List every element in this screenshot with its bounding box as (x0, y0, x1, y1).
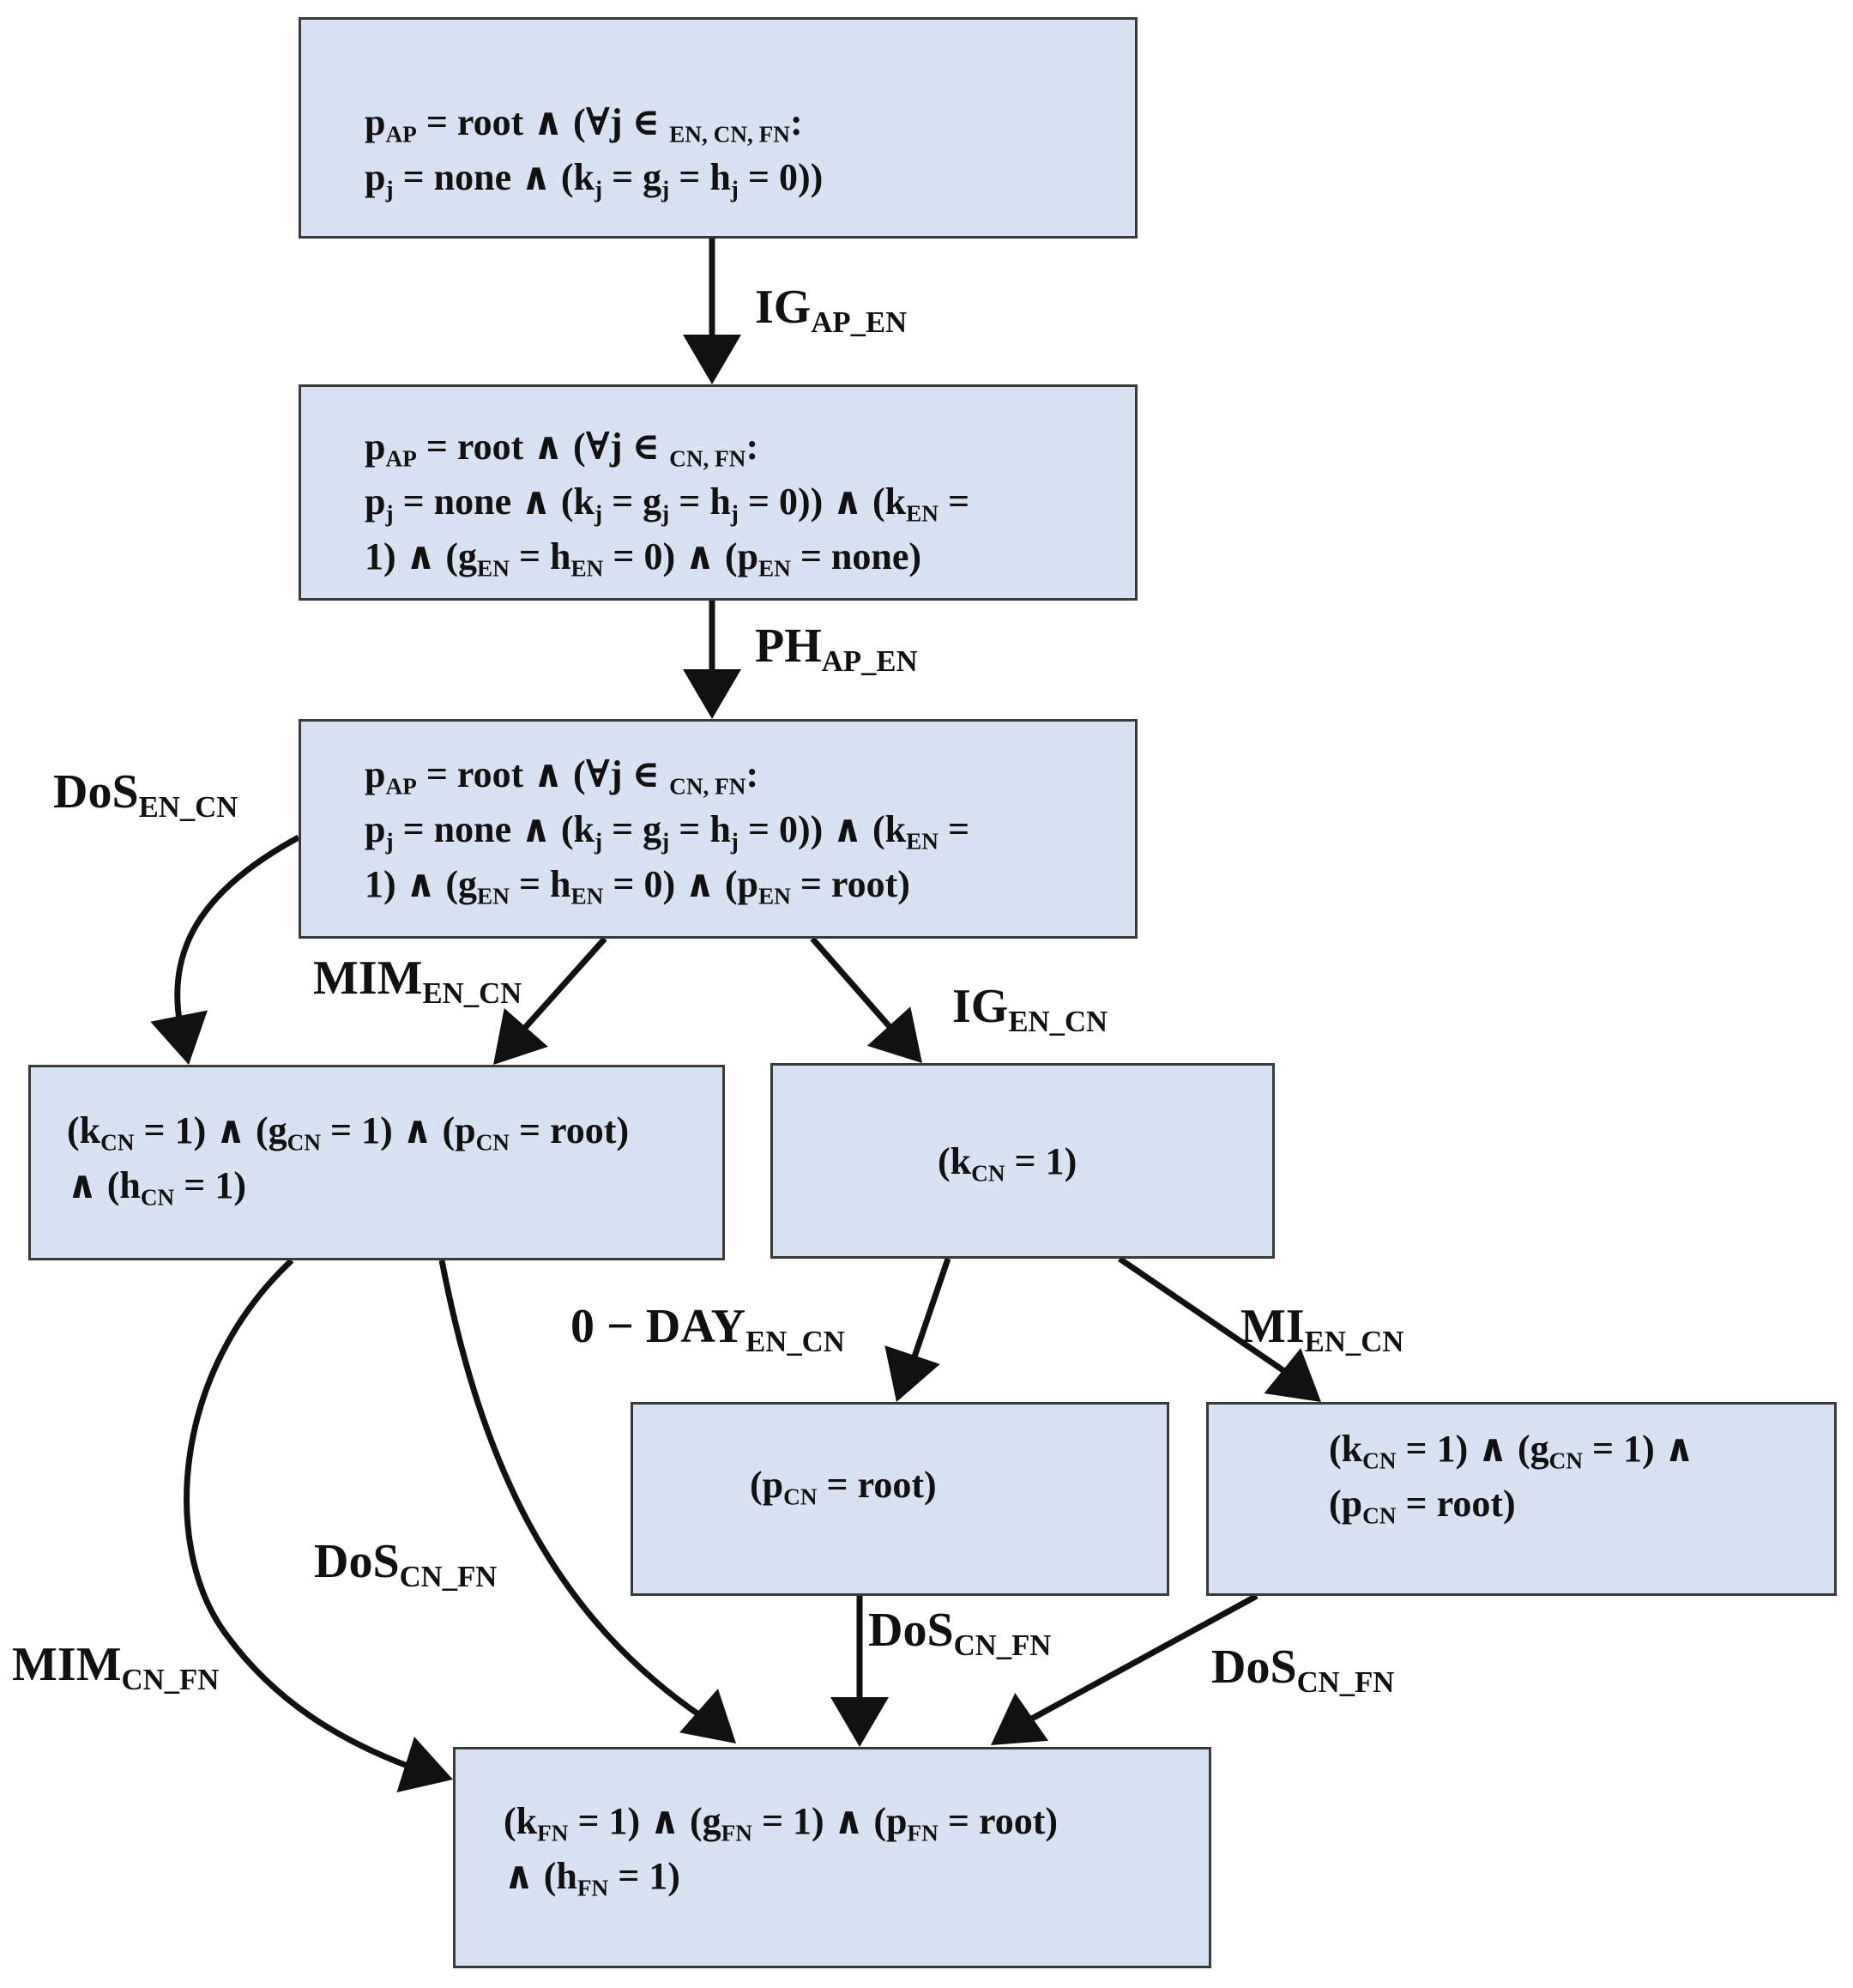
state-condition: pAP = root ∧ (∀j ∈ CN, FN: pj = none ∧ (… (365, 420, 969, 583)
condition-line: pAP = root ∧ (∀j ∈ CN, FN: (365, 753, 759, 800)
condition-line: (kCN = 1) ∧ (gCN = 1) ∧ (1329, 1428, 1695, 1474)
edge-label-e-mim-en-cn: MIMEN_CN (313, 952, 522, 1011)
arrowhead-e-dos-en-cn (150, 1010, 208, 1065)
arrowhead-e-mi-en-cn (1264, 1348, 1321, 1402)
state-box-s2: pAP = root ∧ (∀j ∈ CN, FN: pj = none ∧ (… (299, 719, 1138, 939)
condition-line: 1) ∧ (gEN = hEN = 0) ∧ (pEN = root) (365, 862, 910, 909)
edge-label-e-ig-ap-en: IGAP_EN (755, 281, 908, 340)
state-box-s6: (kCN = 1) ∧ (gCN = 1) ∧ (pCN = root) (1206, 1402, 1837, 1596)
edge-label-e-mi-en-cn: MIEN_CN (1240, 1300, 1404, 1359)
state-condition: (kCN = 1) ∧ (gCN = 1) ∧ (pCN = root) (1329, 1422, 1694, 1532)
state-box-s3: (kCN = 1) ∧ (gCN = 1) ∧ (pCN = root) ∧ (… (28, 1065, 725, 1260)
edge-e-ig-en-cn (810, 936, 895, 1032)
arrowhead-e-ig-en-cn (866, 1006, 922, 1063)
edge-label-e-dos-cn-fn-b: DoSCN_FN (868, 1604, 1052, 1663)
condition-line: ∧ (hFN = 1) (504, 1854, 680, 1901)
condition-line: pj = none ∧ (kj = gj = hj = 0)) ∧ (kEN = (365, 807, 970, 855)
edge-e-dos-cn-fn-a (438, 1260, 705, 1720)
arrowhead-e-dos-cn-fn-a (679, 1689, 736, 1743)
state-box-s7: (kFN = 1) ∧ (gFN = 1) ∧ (pFN = root) ∧ (… (453, 1747, 1211, 1968)
edge-e-mi-en-cn (1118, 1256, 1289, 1375)
edge-label-e-0day-en-cn: 0 − DAYEN_CN (570, 1300, 845, 1359)
arrowhead-e-ph-ap-en (683, 669, 741, 719)
edge-label-e-dos-cn-fn-a: DoSCN_FN (314, 1535, 498, 1594)
condition-line: (kCN = 1) ∧ (gCN = 1) ∧ (pCN = root) (67, 1109, 630, 1156)
edge-label-e-ph-ap-en: PHAP_EN (755, 619, 918, 679)
condition-line: pj = none ∧ (kj = gj = hj = 0)) ∧ (kEN = (365, 480, 970, 527)
condition-line: (kCN = 1) (938, 1140, 1077, 1187)
state-condition: pAP = root ∧ (∀j ∈ EN, CN, FN: pj = none… (365, 95, 823, 205)
arrowhead-e-dos-cn-fn-b (830, 1697, 889, 1747)
state-condition: (pCN = root) (750, 1458, 937, 1513)
condition-line: (pCN = root) (750, 1464, 937, 1510)
edge-label-e-ig-en-cn: IGEN_CN (952, 980, 1108, 1039)
arrowhead-e-mim-cn-fn (396, 1737, 453, 1792)
state-condition: pAP = root ∧ (∀j ∈ CN, FN: pj = none ∧ (… (365, 747, 969, 911)
edge-e-mim-en-cn (521, 936, 607, 1032)
edge-e-mim-cn-fn (184, 1258, 413, 1771)
state-condition: (kCN = 1) (938, 1134, 1077, 1189)
state-condition: (kFN = 1) ∧ (gFN = 1) ∧ (pFN = root) ∧ (… (504, 1794, 1058, 1904)
condition-line: ∧ (hCN = 1) (67, 1163, 246, 1211)
state-box-s5: (pCN = root) (631, 1402, 1169, 1596)
arrowhead-e-ig-ap-en (683, 335, 741, 384)
condition-line: pAP = root ∧ (∀j ∈ EN, CN, FN: (365, 101, 803, 148)
edge-e-0day-en-cn (908, 1257, 951, 1366)
arrowhead-e-dos-cn-fn-c (991, 1692, 1049, 1745)
edge-label-e-dos-en-cn: DoSEN_CN (53, 765, 238, 825)
state-box-s4: (kCN = 1) (770, 1063, 1275, 1259)
condition-line: pAP = root ∧ (∀j ∈ CN, FN: (365, 426, 759, 472)
condition-line: (kFN = 1) ∧ (gFN = 1) ∧ (pFN = root) (504, 1800, 1059, 1846)
state-box-s0: pAP = root ∧ (∀j ∈ EN, CN, FN: pj = none… (299, 17, 1138, 239)
arrowhead-e-mim-en-cn (493, 1007, 548, 1065)
arrowhead-e-0day-en-cn (884, 1345, 940, 1402)
condition-line: 1) ∧ (gEN = hEN = 0) ∧ (pEN = none) (365, 535, 922, 582)
condition-line: (pCN = root) (1329, 1482, 1516, 1529)
state-condition: (kCN = 1) ∧ (gCN = 1) ∧ (pCN = root) ∧ (… (67, 1103, 629, 1213)
state-box-s1: pAP = root ∧ (∀j ∈ CN, FN: pj = none ∧ (… (299, 384, 1138, 601)
edge-e-dos-en-cn (174, 834, 300, 1026)
edge-label-e-dos-cn-fn-c: DoSCN_FN (1211, 1641, 1395, 1700)
edge-e-dos-cn-fn-c (1019, 1592, 1258, 1728)
condition-line: pj = none ∧ (kj = gj = hj = 0)) (365, 155, 824, 202)
edge-label-e-mim-cn-fn: MIMCN_FN (12, 1638, 220, 1697)
